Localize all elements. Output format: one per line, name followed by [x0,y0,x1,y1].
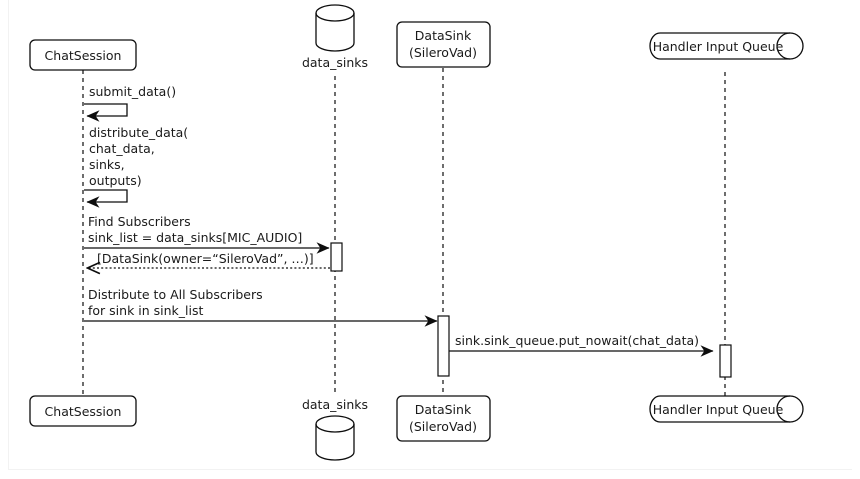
message-put-nowait[interactable]: sink.sink_queue.put_nowait(chat_data) [449,333,714,357]
message-find-subscribers[interactable]: Find Subscribers sink_list = data_sinks[… [84,214,330,254]
participant-box-chatsession[interactable] [29,39,137,71]
queue-icon-handler-input-queue-footer[interactable] [649,395,804,423]
message-distribute-all[interactable]: Distribute to All Subscribers for sink i… [84,287,438,327]
participant-header-data-sinks[interactable]: data_sinks [302,4,368,70]
message-distribute-data[interactable]: distribute_data( chat_data, sinks, outpu… [84,125,188,208]
message-label-find-subscribers-line1: Find Subscribers [88,214,191,229]
message-label-distribute-data-line3: sinks, [89,157,125,172]
participant-header-datasink[interactable]: DataSink (SileroVad) [396,21,491,68]
participant-label-datasink-footer-line1: DataSink [415,402,472,417]
message-arrow-submit-data [84,103,128,122]
activation-bar-data-sinks [330,242,343,272]
participant-label-chatsession: ChatSession [45,48,122,63]
participant-box-datasink-footer[interactable] [396,395,491,442]
participant-footer-chatsession[interactable]: ChatSession [29,395,137,427]
message-label-submit-data-line1: submit_data() [89,84,176,99]
message-label-distribute-all-line2: for sink in sink_list [88,303,204,318]
participant-footer-data-sinks[interactable]: data_sinks [302,397,368,461]
queue-icon-footer-end-arc [776,395,791,423]
participant-label-datasink-line2: (SileroVad) [409,45,477,60]
participant-header-chatsession[interactable]: ChatSession [29,39,137,71]
activation-bar-datasink [437,315,450,377]
participant-box-chatsession-footer[interactable] [29,395,137,427]
message-label-put-nowait: sink.sink_queue.put_nowait(chat_data) [455,333,699,348]
message-label-distribute-all-line1: Distribute to All Subscribers [88,287,263,302]
participant-header-handler-input-queue[interactable]: Handler Input Queue [649,32,804,60]
database-icon-data-sinks-footer[interactable] [315,415,355,461]
queue-icon-handler-input-queue[interactable] [649,32,804,60]
message-arrow-distribute-data [84,189,128,208]
participant-label-chatsession-footer: ChatSession [45,404,122,419]
participant-label-datasink-footer-line2: (SileroVad) [409,419,477,434]
message-return-datasink[interactable]: [DataSink(owner=“SileroVad”, …)] [88,251,330,268]
message-label-distribute-data-line1: distribute_data( [89,125,188,140]
message-submit-data[interactable]: submit_data() [84,84,176,122]
database-icon-data-sinks[interactable] [315,4,355,52]
participant-label-data-sinks: data_sinks [302,55,368,70]
participant-footer-datasink[interactable]: DataSink (SileroVad) [396,395,491,442]
message-label-return-datasink: [DataSink(owner=“SileroVad”, …)] [97,251,314,266]
participant-label-handler-input-queue: Handler Input Queue [653,39,784,54]
participant-footer-handler-input-queue[interactable]: Handler Input Queue [649,395,804,423]
database-icon-top-arc [315,12,355,22]
activation-bar-handler-input-queue [719,344,732,378]
participant-label-datasink-line1: DataSink [415,28,472,43]
queue-icon-end-arc [776,32,791,60]
participant-label-data-sinks-footer: data_sinks [302,397,368,412]
message-label-find-subscribers-line2: sink_list = data_sinks[MIC_AUDIO] [88,230,302,245]
database-icon-footer-top-arc [315,423,355,433]
message-label-distribute-data-line4: outputs) [89,173,142,188]
message-label-distribute-data-line2: chat_data, [89,141,155,156]
participant-label-handler-input-queue-footer: Handler Input Queue [653,402,784,417]
participant-box-datasink[interactable] [396,21,491,68]
